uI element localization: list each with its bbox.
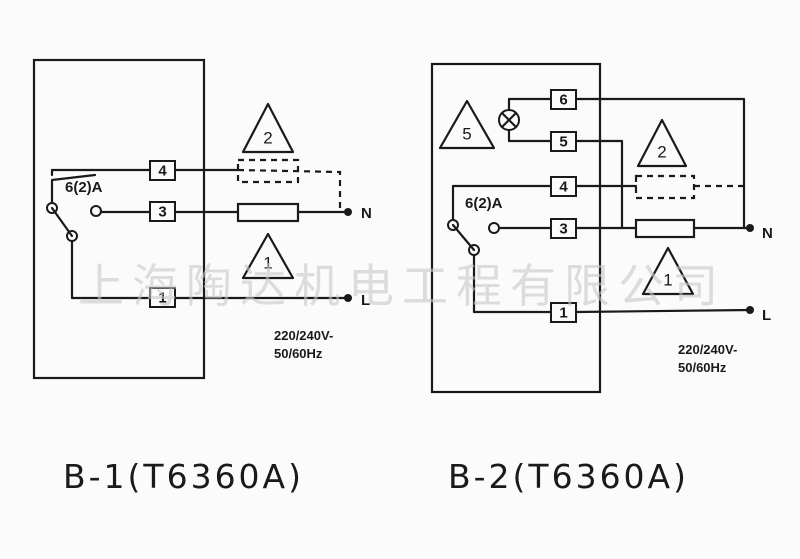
b2-warning-triangle-1 xyxy=(641,246,695,296)
b1-optional-load xyxy=(236,158,300,184)
b1-caption: B-1(T6360A) xyxy=(63,457,304,496)
b2-wire-1 xyxy=(472,253,553,314)
b1-neutral-node xyxy=(344,208,352,216)
b2-terminal-6-label: 6 xyxy=(559,92,567,109)
b2-triangle-2-label: 2 xyxy=(657,143,666,162)
b2-triangle-5-label: 5 xyxy=(462,125,471,144)
diagram-b2: 5 6(2)A 6 5 4 3 1 xyxy=(430,62,773,496)
b2-terminal-4-label: 4 xyxy=(559,179,568,196)
company-watermark: 上海陶达机电工程有限公司 xyxy=(78,260,726,312)
b1-wire-1 xyxy=(70,239,152,300)
b1-supply-voltage: 220/240V- xyxy=(274,328,333,343)
b2-terminal-5-label: 5 xyxy=(559,134,567,151)
b2-switch-contact xyxy=(488,222,500,234)
b1-neutral-label: N xyxy=(361,205,372,222)
b2-optional-load xyxy=(634,174,696,200)
b2-neutral-label: N xyxy=(762,225,773,242)
b1-warning-triangle-2 xyxy=(241,102,295,154)
b1-switch-rating: 6(2)A xyxy=(65,179,103,196)
diagram-b1: 6(2)A 4 3 1 N L 2 1 220/240V- 50/60Hz B-… xyxy=(32,58,372,496)
b2-neutral-node xyxy=(746,224,754,232)
b1-switch xyxy=(46,173,102,242)
b2-terminal-1-label: 1 xyxy=(559,305,567,322)
b1-live-node xyxy=(344,294,352,302)
b2-live-node xyxy=(746,306,754,314)
b1-load-resistor xyxy=(236,202,300,223)
b1-terminal-3-label: 3 xyxy=(158,204,166,221)
lamp-icon xyxy=(498,109,520,131)
b1-wire-4 xyxy=(50,168,152,177)
b2-switch-rating: 6(2)A xyxy=(465,195,503,212)
b2-supply-voltage: 220/240V- xyxy=(678,342,737,357)
b1-optional-wiring xyxy=(237,168,342,212)
b1-supply-frequency: 50/60Hz xyxy=(274,346,323,361)
b1-triangle-2-label: 2 xyxy=(263,129,272,148)
b1-triangle-1-label: 1 xyxy=(263,254,272,273)
b2-wire-5 xyxy=(574,139,624,230)
b2-load-resistor xyxy=(634,218,696,239)
b2-caption: B-2(T6360A) xyxy=(448,457,689,496)
b2-wire-4 xyxy=(451,184,553,222)
b2-triangle-1-label: 1 xyxy=(663,271,672,290)
b2-switch xyxy=(447,219,500,256)
b1-terminal-4-label: 4 xyxy=(158,163,167,180)
b2-terminal-3-label: 3 xyxy=(559,221,567,238)
b1-warning-triangle-1 xyxy=(241,232,295,280)
b1-thermostat-housing xyxy=(32,58,206,380)
b2-warning-triangle-2 xyxy=(636,118,688,168)
b1-live-label: L xyxy=(361,292,370,309)
b1-switch-contact xyxy=(90,205,102,217)
b2-live-label: L xyxy=(762,307,771,324)
b2-wire-6-neutral xyxy=(574,97,746,230)
b2-supply-frequency: 50/60Hz xyxy=(678,360,727,375)
b2-warning-triangle-5 xyxy=(438,99,496,150)
b1-terminal-1-label: 1 xyxy=(158,290,166,307)
